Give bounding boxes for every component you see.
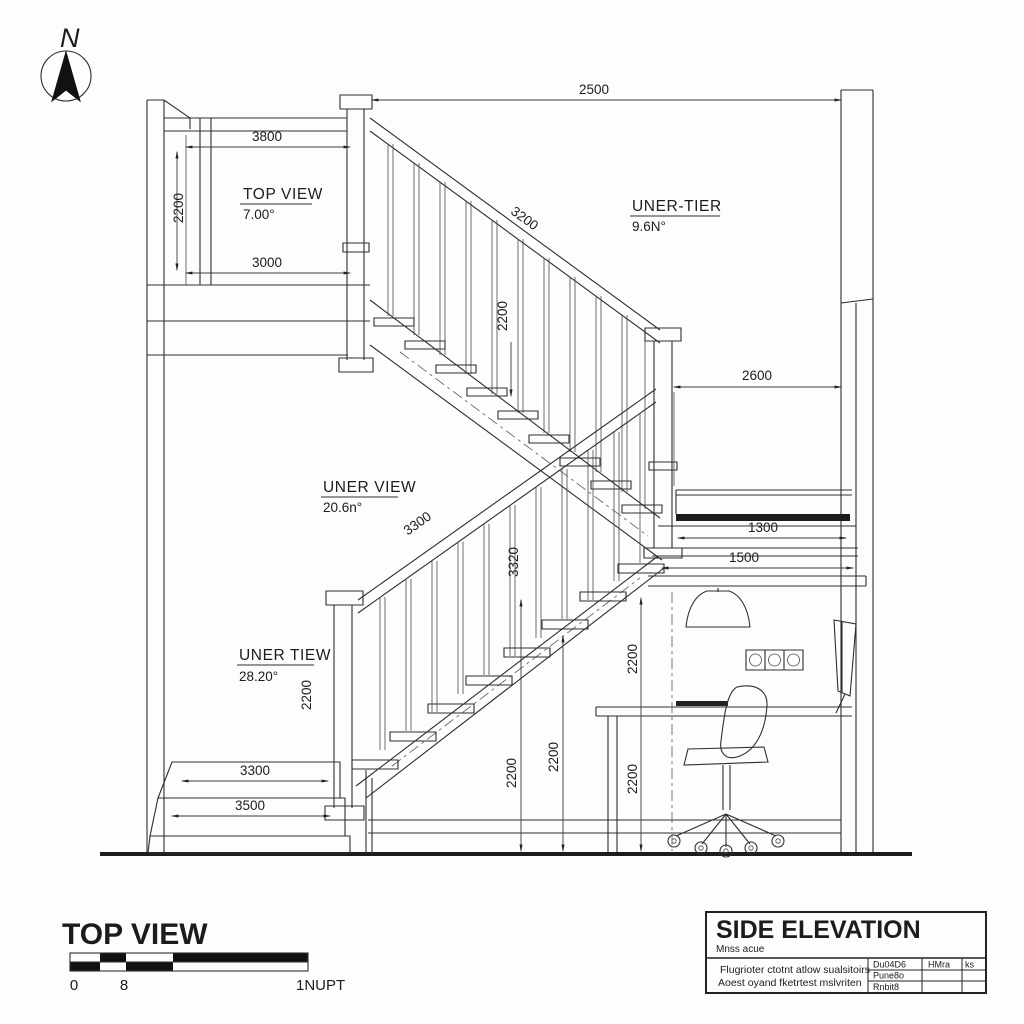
dim-upper-flight-height: 2200 <box>495 301 510 331</box>
scale-start: 0 <box>70 977 78 994</box>
room-uner-tier-value: 9.6N° <box>632 219 666 234</box>
dim-newel-height: 2200 <box>299 680 314 710</box>
dim-mid-height: 3320 <box>506 547 521 577</box>
scale-bar <box>69 952 309 972</box>
north-label: N <box>60 23 80 53</box>
room-uner-view-value: 20.6n° <box>323 500 362 515</box>
dim-lower-flight: 3300 <box>401 509 434 539</box>
titleblock-title: SIDE ELEVATION <box>716 916 921 944</box>
titleblock-r1c2: HMra <box>928 960 950 970</box>
titleblock-r3c1: Rnbit8 <box>873 982 899 992</box>
wall-panel <box>833 619 857 714</box>
dim-bottom-step-lower: 3500 <box>235 798 265 813</box>
desk-area <box>595 588 857 858</box>
footer-title: TOP VIEW <box>62 918 208 951</box>
dim-landing-step-upper: 1300 <box>748 520 778 535</box>
dim-upper-flight: 3200 <box>508 203 541 233</box>
office-chair <box>667 685 785 858</box>
footer: TOP VIEW 0 8 1NUPT <box>62 918 345 994</box>
dim-span-top: 2500 <box>579 82 609 97</box>
dim-under-stair-left: 2200 <box>504 758 519 788</box>
north-arrow: N <box>40 23 92 103</box>
title-block: SIDE ELEVATION Mnss acue Flugrioter ctot… <box>705 911 987 994</box>
titleblock-note2: Aoest oyand fketrtest mslvriten <box>718 977 862 989</box>
titleblock-r2c1: Pune8o <box>873 971 904 981</box>
room-uner-tiew-value: 28.20° <box>239 669 278 684</box>
room-labels: TOP VIEW 7.00° UNER-TIER 9.6N° UNER VIEW… <box>237 186 722 684</box>
upper-flight <box>369 117 663 561</box>
dim-under-stair-mid: 2200 <box>546 742 561 772</box>
upper-treads <box>373 317 663 514</box>
mid-landing <box>643 327 867 587</box>
titleblock-note1: Flugrioter ctotnt atlow sualsitoirs <box>720 964 870 976</box>
scale-mid: 8 <box>120 977 128 994</box>
pendant-lamp <box>685 590 751 628</box>
room-uner-tier-title: UNER-TIER <box>632 198 722 215</box>
titleblock-r1c3: ks <box>965 960 975 970</box>
dim-desk-lower: 2200 <box>625 764 640 794</box>
scale-end: 1NUPT <box>296 977 345 994</box>
dim-bottom-step-upper: 3300 <box>240 763 270 778</box>
room-uner-view-title: UNER VIEW <box>323 479 416 496</box>
wall-outlets <box>745 649 804 671</box>
dimension-lines <box>170 98 855 853</box>
dim-right-opening: 2600 <box>742 368 772 383</box>
dim-landing-step-lower: 1500 <box>729 550 759 565</box>
titleblock-r1c1: Du04D6 <box>873 960 906 970</box>
room-top-view-value: 7.00° <box>243 207 275 222</box>
titleblock-subtitle: Mnss acue <box>716 944 765 955</box>
dim-desk-upper: 2200 <box>625 644 640 674</box>
desk-item <box>676 701 728 706</box>
room-uner-tiew-title: UNER TIEW <box>239 647 331 664</box>
room-top-view-title: TOP VIEW <box>243 186 323 203</box>
bottom-steps <box>147 761 351 854</box>
upper-balusters <box>387 144 646 509</box>
lower-balusters <box>379 413 641 750</box>
dim-top-landing-upper: 3800 <box>252 129 282 144</box>
lower-flight <box>324 388 665 821</box>
dim-top-landing-height: 2200 <box>171 193 186 223</box>
dim-top-landing-lower: 3000 <box>252 255 282 270</box>
walls <box>100 89 912 856</box>
lower-treads <box>351 563 665 770</box>
